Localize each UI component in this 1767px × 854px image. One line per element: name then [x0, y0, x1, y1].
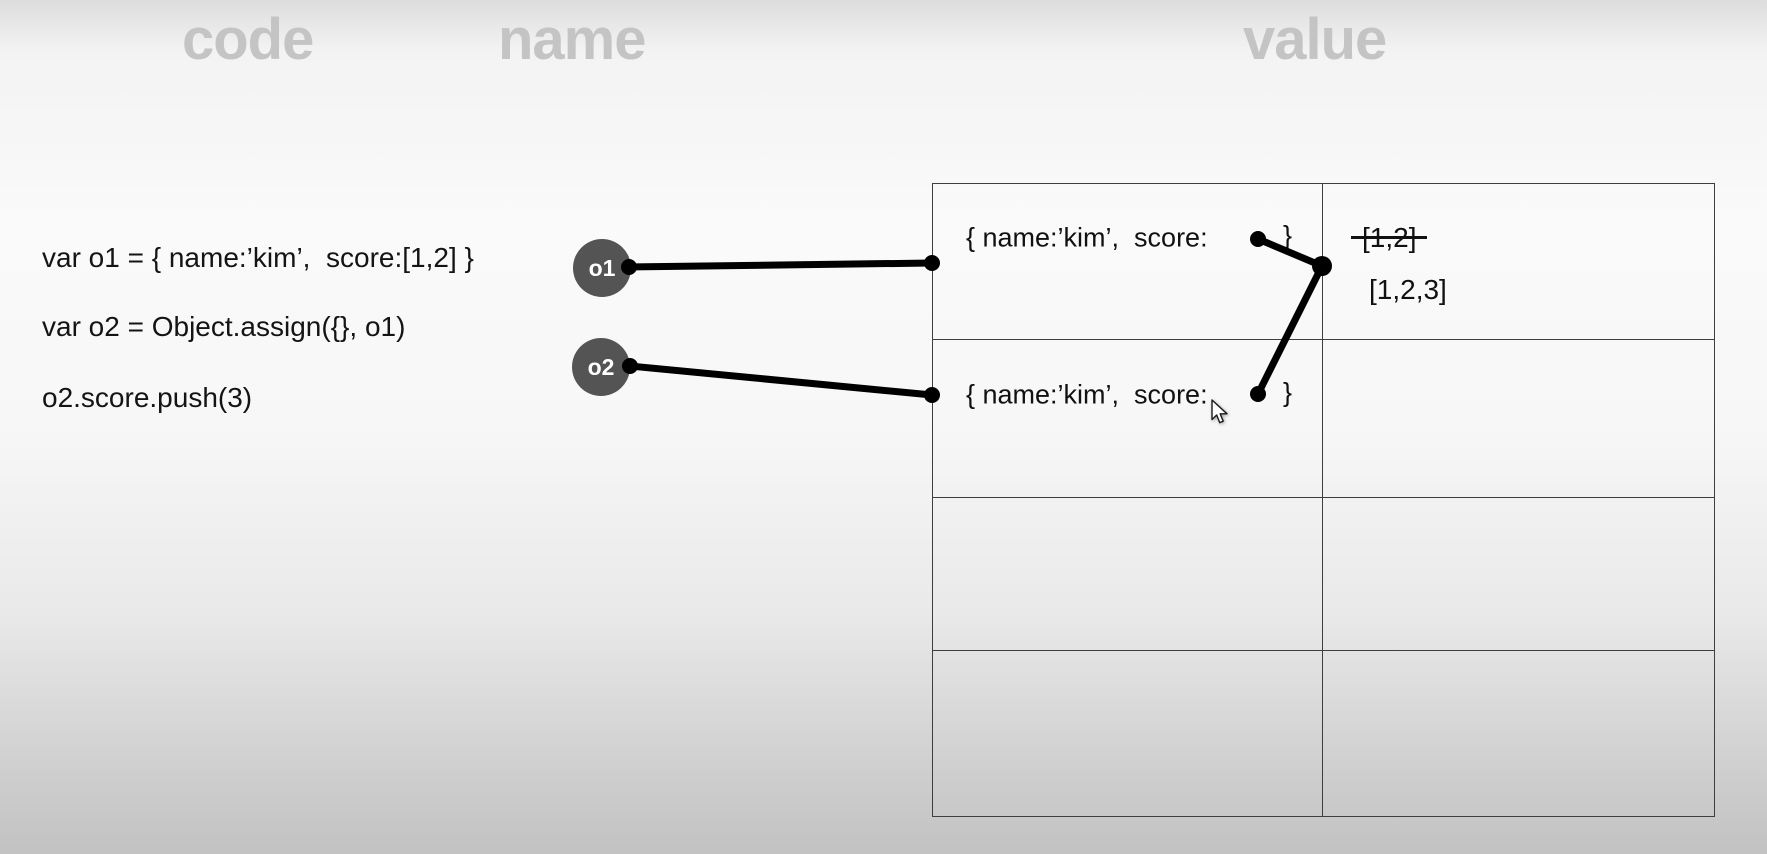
code-line-push: o2.score.push(3): [42, 382, 253, 413]
object-literal-row1: { name:’kim’, score:: [966, 222, 1208, 253]
memory-cell-object-row2: { name:’kim’, score: }: [933, 340, 1323, 498]
memory-table: { name:’kim’, score: } [1,2] [1,2,3] { n…: [932, 183, 1715, 817]
o1-reference-line: [628, 259, 933, 271]
value-old-array: [1,2]: [1351, 222, 1428, 254]
memory-cell-object-row1: { name:’kim’, score: }: [933, 184, 1323, 340]
header-name: name: [498, 7, 647, 72]
code-line-var-o2: var o2 = Object.assign({}, o1): [42, 311, 406, 342]
variable-label-o2: o2: [587, 353, 615, 380]
object-close-brace-row1: }: [1283, 220, 1293, 251]
cursor-arrow-shape: [1211, 399, 1228, 424]
memory-cell-object-row3: [933, 498, 1323, 651]
memory-cell-value-row2: [1323, 340, 1714, 498]
memory-cell-value-row3: [1323, 498, 1714, 651]
memory-cell-object-row4: [933, 651, 1323, 816]
object-close-brace-row2: }: [1283, 377, 1293, 408]
memory-cell-value-row4: [1323, 651, 1714, 816]
value-new-array: [1,2,3]: [1369, 274, 1447, 305]
object-literal-row2: { name:’kim’, score:: [966, 379, 1208, 410]
mouse-cursor-icon: [1211, 399, 1228, 424]
o2-reference-line: [629, 362, 933, 399]
header-value: value: [1243, 7, 1387, 72]
code-line-var-o1: var o1 = { name:’kim’, score:[1,2] }: [42, 242, 474, 273]
header-code: code: [182, 7, 314, 72]
variable-circle-o1: o1: [573, 239, 631, 297]
variable-label-o1: o1: [588, 254, 616, 281]
memory-cell-value-row1: [1,2] [1,2,3]: [1323, 184, 1714, 340]
variable-circle-o2: o2: [572, 338, 630, 396]
